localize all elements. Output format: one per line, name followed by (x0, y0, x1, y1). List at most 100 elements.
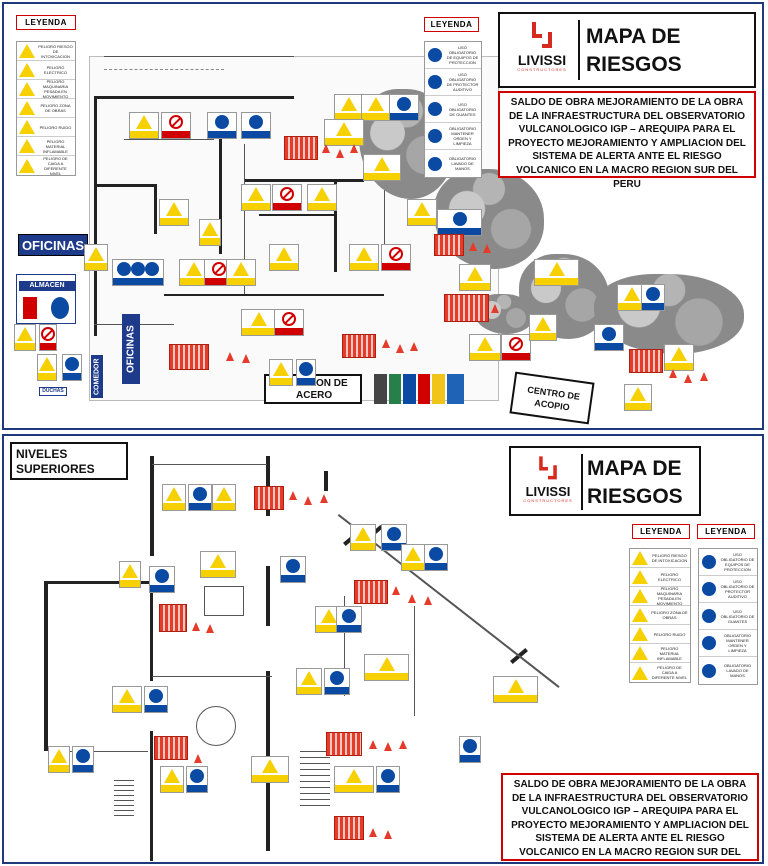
safety-barrier (334, 816, 364, 840)
legend-item: OBLIGATORIO LAVADO DE MANOS (699, 657, 757, 684)
mandatory-sign (389, 94, 419, 121)
project-description-box: SALDO DE OBRA MEJORAMIENTO DE LA OBRA DE… (501, 773, 759, 862)
safety-barrier (254, 486, 284, 510)
logo-mark-icon (539, 456, 557, 480)
legend-item: OBLIGATORIO MANTENER ORDEN Y LIMPIEZA (699, 630, 757, 657)
warning-sign (459, 264, 491, 291)
legend-item: OBLIGATORIO MANTENER ORDEN Y LIMPIEZA (425, 123, 481, 150)
warning-sign (200, 551, 236, 578)
legend-item: PELIGRO MAQUINARIA PESADA EN MOVIMIENTO (17, 79, 75, 99)
warning-sign (226, 259, 256, 286)
legend-item: USO OBLIGATORIO DE EQUIPOS DE PROTECCION (425, 42, 481, 69)
safety-barrier (154, 736, 188, 760)
warning-sign (241, 184, 271, 211)
mandatory-sign (149, 566, 175, 593)
niveles-superiores-label: NIVELES SUPERIORES (10, 442, 128, 480)
mandatory-sign (336, 606, 362, 633)
project-description: SALDO DE OBRA MEJORAMIENTO DE LA OBRA DE… (511, 779, 749, 862)
traffic-cone (322, 144, 330, 153)
prohibition-sign (501, 334, 531, 361)
warning-sign (269, 244, 299, 271)
warning-sign (159, 199, 189, 226)
warning-sign (350, 524, 376, 551)
warning-sign (119, 561, 141, 588)
legend-label-right: LEYENDA (424, 17, 479, 32)
prohibition-sign (274, 309, 304, 336)
safety-barrier (326, 732, 362, 756)
warning-sign (624, 384, 652, 411)
livissi-logo: LIVISSI CONSTRUCTORES (508, 20, 576, 80)
mandatory-sign (424, 544, 448, 571)
warning-sign (469, 334, 501, 361)
mandatory-sign (72, 746, 94, 773)
oficinas-vertical-room: OFICINAS (122, 314, 140, 384)
comedor-room: COMEDOR (90, 354, 104, 399)
legend-item: USO OBLIGATORIO DE GUANTES (699, 603, 757, 630)
warning-sign (296, 668, 322, 695)
warning-sign (401, 544, 425, 571)
project-description-box: SALDO DE OBRA MEJORAMIENTO DE LA OBRA DE… (498, 91, 756, 190)
mandatory-sign (376, 766, 400, 793)
warning-sign (493, 676, 538, 703)
mandatory-sign (144, 686, 168, 713)
upper-floor-map-panel: NIVELES SUPERIORES LIVISSI CONSTRUCTORES… (2, 434, 764, 864)
warning-sign (407, 199, 437, 226)
logo-subtext: CONSTRUCTORES (517, 67, 567, 72)
safety-barrier (159, 604, 187, 632)
legend-label-right: LEYENDA (697, 524, 755, 539)
mandatory-sign (296, 359, 316, 386)
legend-item: USO OBLIGATORIO DE EQUIPOS DE PROTECCION (699, 549, 757, 576)
legend-item: PELIGRO MATERIAL INFLAMABLE (630, 644, 690, 663)
legend-item: USO OBLIGATORIO DE PROTECTOR AUDITIVO (699, 576, 757, 603)
mandatory-sign (641, 284, 665, 311)
warning-sign (162, 484, 186, 511)
logo-text: LIVISSI (525, 484, 571, 499)
mandatory-sign (324, 668, 350, 695)
safety-barrier (354, 580, 388, 604)
title-line-1: MAPA DE (587, 457, 682, 480)
legend-list-warnings: PELIGRO RIESGO DE INTOXICACION PELIGRO E… (16, 41, 76, 176)
warning-sign (363, 154, 401, 181)
warning-sign (112, 686, 142, 713)
safety-barrier (434, 234, 464, 256)
warning-sign (334, 766, 374, 793)
prohibition-sign (161, 112, 191, 139)
legend-item: USO OBLIGATORIO DE PROTECTOR AUDITIVO (425, 69, 481, 96)
warning-sign (14, 324, 36, 351)
warning-sign (160, 766, 184, 793)
mandatory-sign (188, 484, 212, 511)
mandatory-sign (437, 209, 482, 236)
warning-sign (199, 219, 221, 246)
almacen-room: ALMACEN (16, 274, 76, 324)
mandatory-sign (594, 324, 624, 351)
safety-barrier (629, 349, 663, 373)
legend-item: PELIGRO ZONA DE OBRAS (17, 99, 75, 118)
warning-sign (251, 756, 289, 783)
warning-sign (361, 94, 391, 121)
legend-item: PELIGRO DE CAIDA A DIFERENTE NIVEL (17, 156, 75, 176)
legend-item: PELIGRO ELECTRICO (17, 61, 75, 80)
logo-subtext: CONSTRUCTORES (523, 498, 573, 503)
legend-item: PELIGRO RUIDO (630, 625, 690, 644)
legend-item: PELIGRO MAQUINARIA PESADA EN MOVIMIENTO (630, 586, 690, 606)
duchas-room: DUCHAS (39, 387, 67, 396)
legend-item: PELIGRO DE CAIDA A DIFERENTE NIVEL (630, 663, 690, 682)
livissi-logo: LIVISSI CONSTRUCTORES (517, 454, 579, 510)
mandatory-sign (459, 736, 481, 763)
warning-sign (324, 119, 364, 146)
legend-item: PELIGRO RIESGO DE INTOXICACION (17, 42, 75, 61)
warning-sign (307, 184, 337, 211)
project-description: SALDO DE OBRA MEJORAMIENTO DE LA OBRA DE… (508, 97, 746, 190)
title-line-2: RIESGOS (587, 485, 683, 508)
legend-list-mandatory: USO OBLIGATORIO DE EQUIPOS DE PROTECCION… (698, 548, 758, 685)
legend-label-left: LEYENDA (632, 524, 690, 539)
warning-sign (349, 244, 379, 271)
legend-list-mandatory: USO OBLIGATORIO DE EQUIPOS DE PROTECCION… (424, 41, 482, 178)
logo-mark-icon (532, 22, 552, 48)
warning-sign (534, 259, 579, 286)
prohibition-sign (272, 184, 302, 211)
title-line-1: MAPA DE (586, 25, 681, 48)
legend-item: PELIGRO ZONA DE OBRAS (630, 606, 690, 625)
safety-barrier (444, 294, 489, 322)
prohibition-sign (381, 244, 411, 271)
